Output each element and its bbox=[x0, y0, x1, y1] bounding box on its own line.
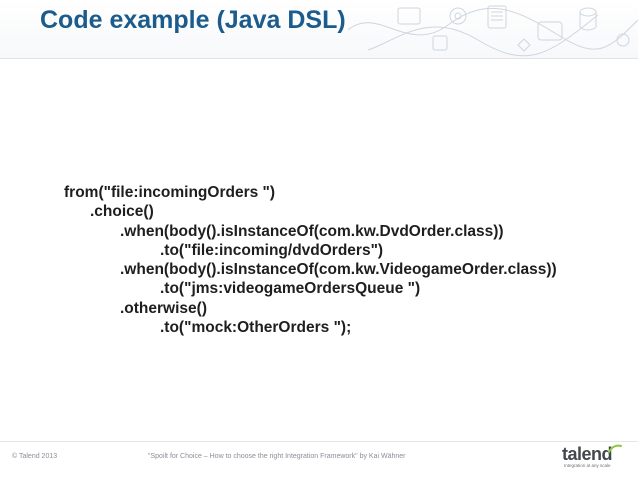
code-line: .when(body().isInstanceOf(com.kw.DvdOrde… bbox=[120, 222, 504, 240]
code-line: .to("mock:OtherOrders "); bbox=[160, 319, 352, 337]
talend-logo: talend Integration at any scale bbox=[562, 444, 628, 470]
code-line: from("file:incomingOrders ") bbox=[64, 184, 276, 201]
logo-wordmark: talend bbox=[562, 444, 613, 464]
page-title: Code example (Java DSL) bbox=[40, 6, 346, 34]
code-line: .choice() bbox=[90, 203, 154, 221]
code-block: from("file:incomingOrders ") .choice() .… bbox=[64, 183, 557, 337]
header-network-illustration bbox=[347, 5, 638, 57]
presentation-citation: "Spoilt for Choice – How to choose the r… bbox=[148, 453, 406, 460]
header-divider bbox=[0, 58, 638, 59]
footer-divider bbox=[0, 441, 638, 442]
talend-swoosh-icon bbox=[608, 444, 622, 453]
code-line: .when(body().isInstanceOf(com.kw.Videoga… bbox=[120, 261, 557, 279]
code-line: .otherwise() bbox=[120, 299, 207, 317]
code-line: .to("jms:videogameOrdersQueue ") bbox=[160, 280, 421, 298]
slide-header: Code example (Java DSL) bbox=[0, 0, 638, 58]
copyright-text: © Talend 2013 bbox=[12, 453, 58, 460]
logo-tagline: Integration at any scale bbox=[564, 463, 611, 468]
code-line: .to("file:incoming/dvdOrders") bbox=[160, 241, 384, 259]
